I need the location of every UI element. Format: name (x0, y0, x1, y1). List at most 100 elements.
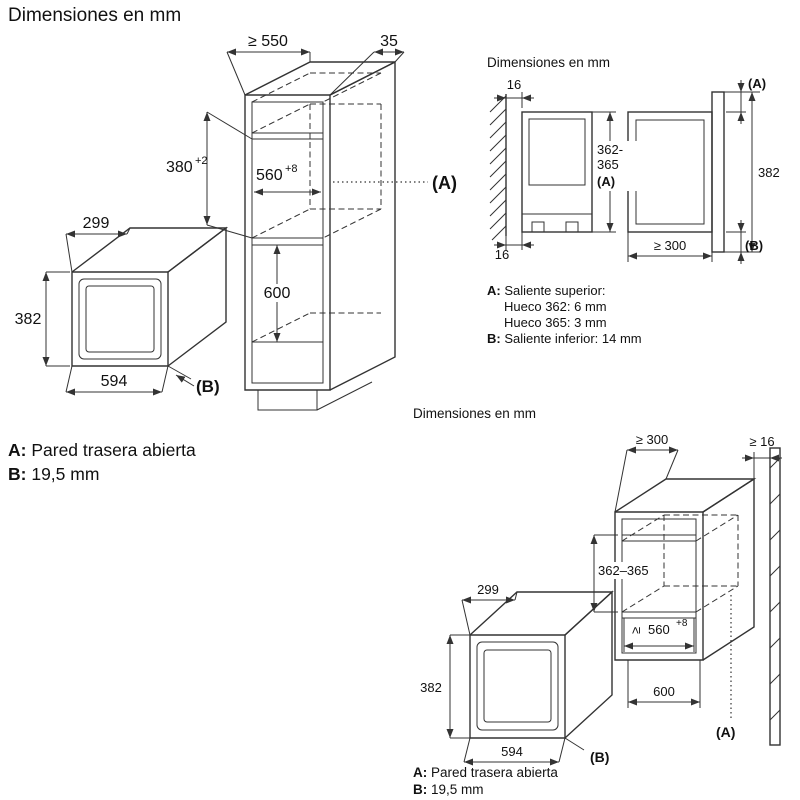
label-a-marker: (A) (716, 724, 735, 740)
niche-range-a-ref: (A) (597, 174, 615, 189)
cabinet-opening (251, 101, 324, 384)
niche-body (627, 111, 713, 233)
dim-mw-width-label: 594 (101, 373, 128, 390)
note-b-key: B: (487, 331, 501, 346)
niche-width-tolerance: +8 (676, 618, 688, 629)
section-front-view (627, 91, 725, 253)
note-b-text: 19,5 mm (431, 782, 484, 797)
note-a: A: Pared trasera abierta (413, 764, 558, 781)
label-backing (260, 284, 294, 302)
note-a-key: A: (487, 283, 501, 298)
note-b-key: B: (413, 782, 428, 797)
tall-cabinet-drawing (244, 60, 396, 411)
front-height-label: 382 (758, 165, 780, 180)
main-title: Dimensiones en mm (8, 5, 182, 26)
note-a-sub2: Hueco 365: 3 mm (504, 315, 607, 330)
section-dimensions: 16 362- 365 (A) (A) 382 (B) ≥ 300 16 (494, 76, 780, 264)
microwave-door-window (483, 649, 552, 723)
dim-gap-label: 35 (380, 33, 398, 50)
depth-min-label: ≥ 300 (636, 432, 668, 447)
label-backing (593, 141, 640, 191)
dim-niche-height-tolerance: +2 (195, 155, 208, 167)
cabinet-plinth (257, 381, 373, 411)
appliance-foot-left (531, 221, 545, 233)
section-side-view (521, 111, 593, 233)
bottom-notes: A: Pared trasera abierta B: 19,5 mm (413, 764, 558, 798)
note-b-key: B: (8, 464, 27, 484)
microwave-door-window (85, 285, 155, 353)
note-b-text: Saliente inferior: 14 mm (504, 331, 642, 346)
note-b-text: 19,5 mm (31, 464, 100, 484)
bottom-wall (769, 447, 781, 746)
appliance-foot-right (565, 221, 579, 233)
note-a: A: Pared trasera abierta (8, 438, 196, 462)
base-width-label: 600 (653, 684, 675, 699)
cabinet-top-face (614, 478, 757, 513)
greater-equal-sign: ≥ (628, 627, 643, 634)
dim-mw-height-label: 382 (15, 311, 42, 328)
b-leader-arrow (175, 374, 195, 387)
main-extension-lines (46, 51, 405, 393)
gap-bottom-label: 16 (495, 247, 509, 262)
cabinet-front-face (614, 511, 704, 661)
section-diagram: 16 362- 365 (A) (A) 382 (B) ≥ 300 16 (489, 76, 780, 264)
wall-hatching (489, 95, 507, 241)
dim-mw-depth-label: 299 (83, 215, 110, 232)
cabinet-side-face (329, 60, 396, 391)
main-diagram: ≥ 550 35 380 +2 560 +8 600 (A) 299 382 5… (15, 33, 457, 411)
note-b: B: 19,5 mm (8, 462, 196, 486)
front-trim-panel (711, 91, 725, 253)
dim-bottom-height-label: 600 (264, 285, 291, 302)
microwave-drawing (469, 590, 614, 739)
note-a-key: A: (413, 765, 428, 780)
main-dimensions: ≥ 550 35 380 +2 560 +8 600 (A) 299 382 5… (15, 33, 457, 396)
bottom-extension-lines (450, 449, 755, 763)
microwave-top-face (469, 591, 614, 636)
gap-top-label: 16 (507, 77, 521, 92)
depth-min-label: ≥ 300 (654, 238, 686, 253)
dim-niche-width-label: 560 (256, 167, 283, 184)
appliance-side-body (521, 111, 593, 233)
wall-cabinet-drawing (614, 477, 757, 661)
dim-depth-label: ≥ 550 (248, 33, 288, 50)
label-b-marker: (B) (590, 749, 609, 765)
label-b-marker: (B) (196, 377, 220, 396)
cabinet-hidden-edges (621, 514, 739, 613)
niche-range-line2: 365 (597, 157, 619, 172)
section-wall (489, 94, 507, 241)
microwave-side-face (167, 226, 227, 367)
note-a-text: Pared trasera abierta (431, 765, 558, 780)
wall-hatching (769, 457, 781, 721)
note-a-sub1: Hueco 362: 6 mm (504, 299, 607, 314)
note-a-text: Pared trasera abierta (31, 440, 196, 460)
niche-width-label: 560 (648, 622, 670, 637)
microwave-door-frame (476, 641, 559, 731)
dim-mw-height-label: 382 (420, 680, 442, 695)
niche-inner (635, 119, 705, 225)
dim-mw-depth-label: 299 (477, 582, 499, 597)
microwave-side-face (564, 590, 613, 739)
main-notes: A: Pared trasera abierta B: 19,5 mm (8, 438, 196, 486)
note-b: B: 19,5 mm (413, 781, 558, 798)
microwave-drawing (71, 226, 229, 367)
label-backing (596, 562, 656, 579)
dim-niche-width-tolerance: +8 (285, 163, 298, 175)
bottom-diagram: ≥ 300 ≥ 16 362–365 ≥ 560 +8 600 (A) 299 … (420, 432, 782, 766)
bottom-dimensions: ≥ 300 ≥ 16 362–365 ≥ 560 +8 600 (A) 299 … (420, 432, 782, 766)
dim-niche-height-label: 380 (166, 159, 193, 176)
note-a: A: Saliente superior: (487, 283, 642, 299)
label-a-marker: (A) (748, 76, 766, 91)
section-title: Dimensiones en mm (487, 55, 611, 70)
cabinet-opening (621, 518, 697, 654)
cabinet-side-face (702, 477, 755, 661)
section-notes: A: Saliente superior: Hueco 362: 6 mm Hu… (487, 283, 642, 347)
note-b: B: Saliente inferior: 14 mm (487, 331, 642, 347)
label-b-marker: (B) (745, 238, 763, 253)
bottom-title: Dimensiones en mm (413, 406, 537, 421)
wall-panel (769, 447, 781, 746)
microwave-top-face (71, 227, 229, 273)
microwave-door-frame (78, 278, 162, 360)
niche-range-line1: 362- (597, 142, 623, 157)
